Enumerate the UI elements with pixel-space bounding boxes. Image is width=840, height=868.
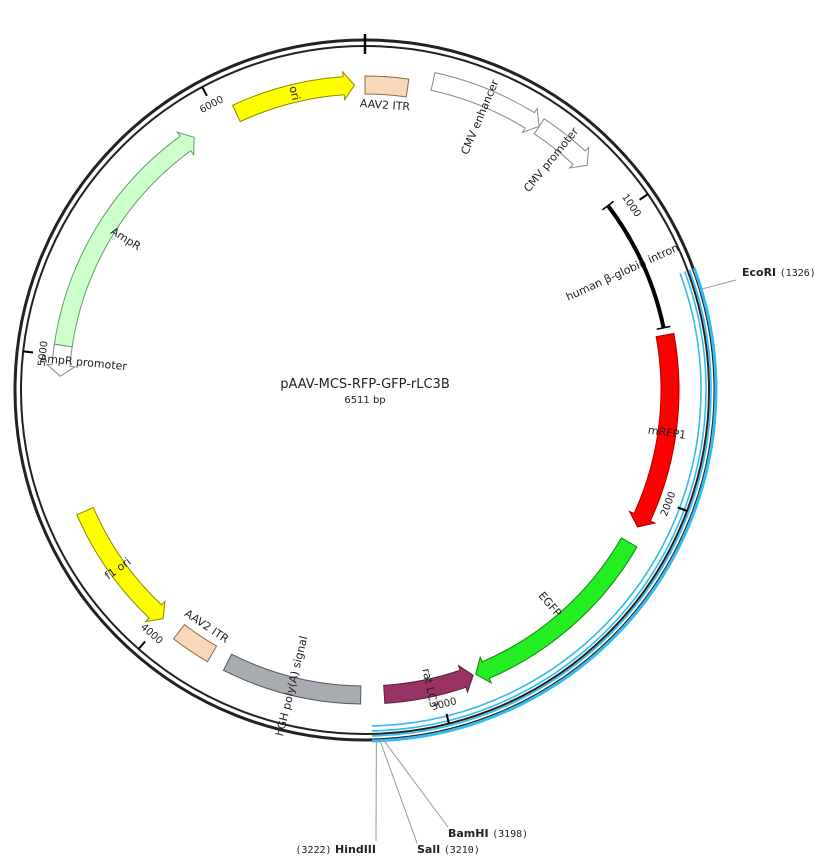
scale-tick bbox=[445, 713, 450, 724]
feature-label-mrfp1: mRFP1 bbox=[647, 424, 687, 442]
site-name: EcoRI bbox=[742, 266, 776, 279]
site-bamhi: BamHI (3198) bbox=[384, 741, 528, 840]
feature-rat-lc3: rat LC3 bbox=[383, 664, 474, 709]
site-name: HindIII bbox=[335, 843, 376, 856]
feature-f1-ori: f1 ori bbox=[76, 506, 166, 623]
scale-tick-label: 1000 bbox=[619, 192, 643, 219]
insert-arc-band bbox=[371, 269, 712, 737]
plasmid-name: pAAV-MCS-RFP-GFP-rLC3B bbox=[280, 377, 450, 392]
feature-mrfp1: mRFP1 bbox=[628, 332, 687, 528]
scale-tick-label: 2000 bbox=[659, 490, 678, 518]
feature-ampr-promoter: AmpR promoter bbox=[39, 343, 128, 377]
scale-tick bbox=[677, 506, 688, 512]
feature-hgh-polya: hGH poly(A) signal bbox=[222, 635, 362, 738]
feature-label-aav2-itr-top: AAV2 ITR bbox=[359, 97, 410, 114]
feature-cmv-promoter: CMV promoter bbox=[521, 118, 590, 195]
feature-label-ampr: AmpR bbox=[108, 225, 143, 254]
feature-label-ori: ori bbox=[287, 85, 303, 102]
site-label-sali: SalI (3210) bbox=[417, 843, 480, 856]
feature-label-human-beta-globin-intron: human β-globin intron bbox=[564, 241, 681, 304]
plasmid-length: 6511 bp bbox=[344, 395, 385, 406]
site-hindiii: (3222) HindIII bbox=[295, 741, 377, 856]
site-position: (1326) bbox=[780, 268, 816, 279]
feature-aav2-itr-top: AAV2 ITR bbox=[359, 75, 411, 114]
site-ecori: EcoRI (1326) bbox=[702, 266, 816, 290]
site-label-hindiii: (3222) HindIII bbox=[295, 843, 376, 856]
scale-tick-label: 5000 bbox=[37, 340, 51, 367]
insert-arc bbox=[371, 267, 718, 743]
site-position: (3198) bbox=[492, 829, 528, 840]
feature-egfp: EGFP bbox=[475, 537, 638, 685]
site-position: (3210) bbox=[444, 845, 480, 856]
feature-aav2-itr-bottom: AAV2 ITR bbox=[172, 607, 231, 663]
site-name: BamHI bbox=[448, 827, 489, 840]
scale-tick-label: 4000 bbox=[138, 622, 164, 647]
scale-tick bbox=[137, 640, 146, 650]
site-label-bamhi: BamHI (3198) bbox=[448, 827, 528, 840]
insert-arc-band bbox=[371, 271, 707, 732]
feature-ampr: AmpR bbox=[53, 131, 195, 348]
site-position: (3222) bbox=[295, 845, 331, 856]
insert-arc-band bbox=[371, 272, 702, 727]
scale-tick bbox=[638, 193, 649, 201]
scale-tick bbox=[201, 86, 208, 97]
scale-tick-label: 6000 bbox=[198, 94, 226, 116]
feature-ori: ori bbox=[231, 70, 356, 123]
scale-tick bbox=[23, 350, 34, 354]
site-name: SalI bbox=[417, 843, 440, 856]
insert-arc-band bbox=[371, 267, 718, 743]
site-label-ecori: EcoRI (1326) bbox=[742, 266, 816, 279]
site-sali: SalI (3210) bbox=[379, 741, 480, 856]
restriction-sites: EcoRI (1326) BamHI (3198) SalI (3210) (3222… bbox=[295, 266, 815, 856]
